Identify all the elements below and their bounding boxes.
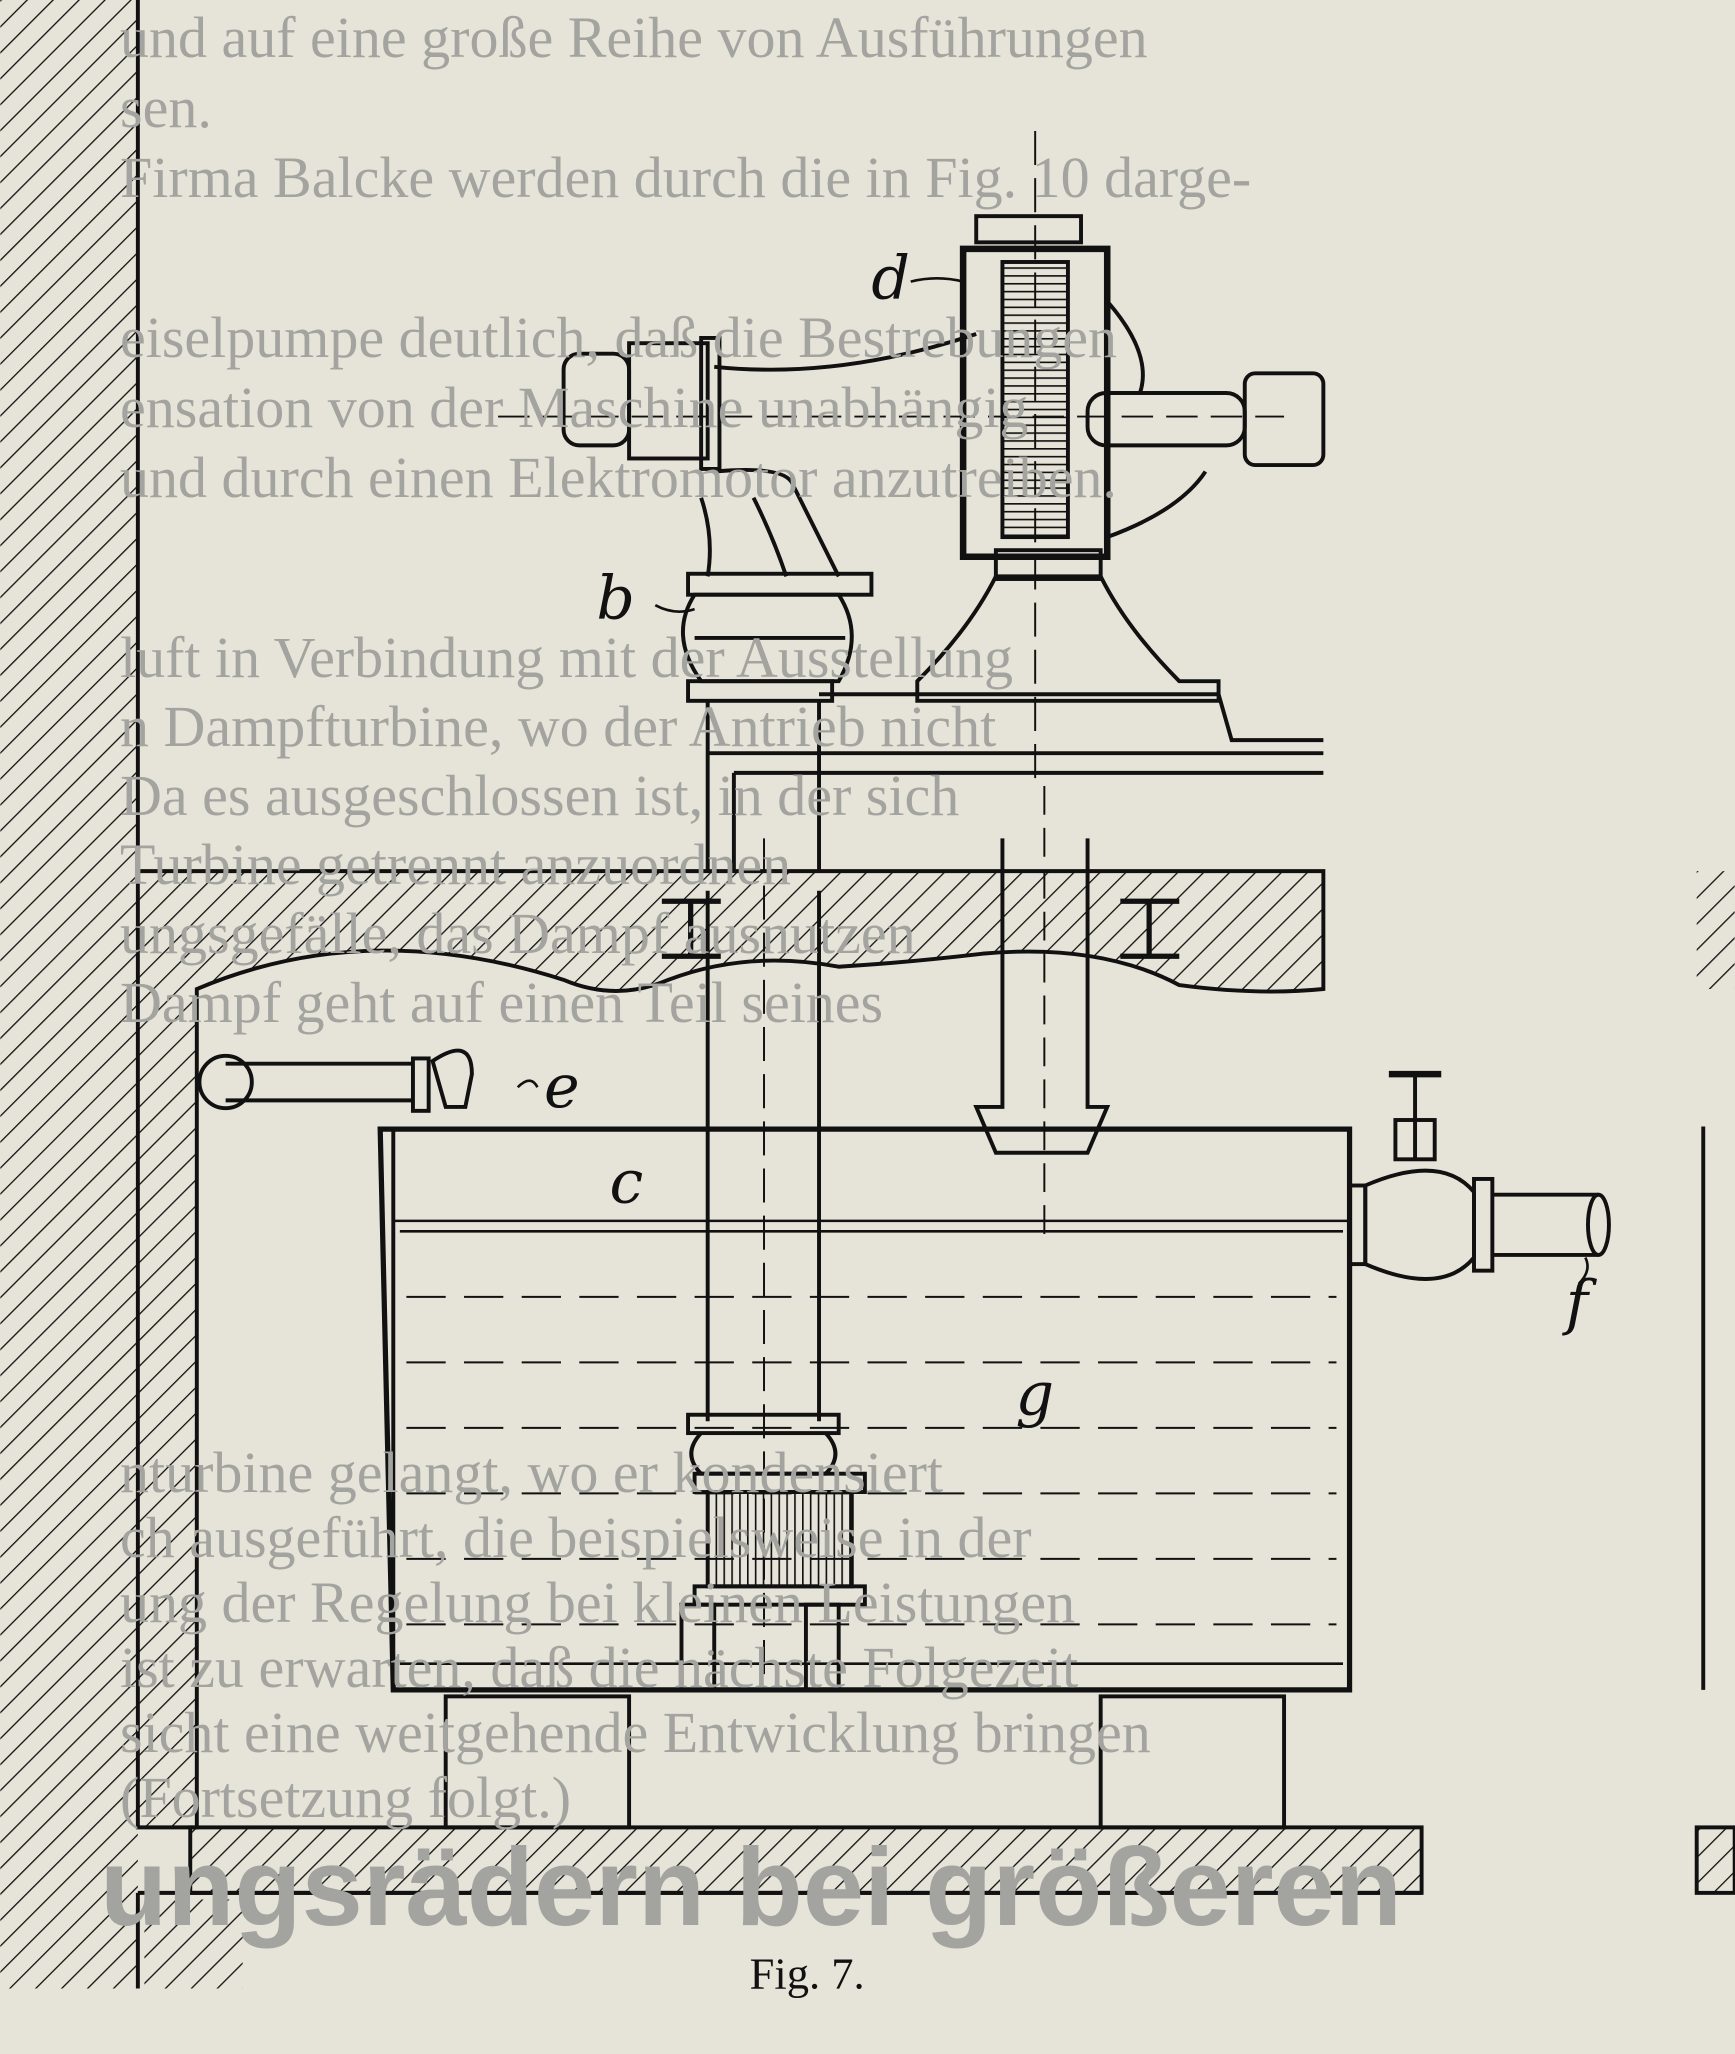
floor-slab xyxy=(188,1825,1424,1895)
figure-caption: Fig. 7. xyxy=(750,1949,865,1999)
ceiling-slab xyxy=(135,869,1326,1830)
label-d: d xyxy=(871,244,910,314)
condenser-tank xyxy=(377,1126,1353,1693)
valve-f xyxy=(1347,1070,1611,1281)
label-f: f xyxy=(1562,1268,1598,1338)
label-c: c xyxy=(609,1148,643,1218)
discharge-duct xyxy=(973,838,1111,1155)
tap-e xyxy=(197,1048,474,1113)
label-g: g xyxy=(1016,1360,1055,1430)
support-left xyxy=(443,1694,632,1830)
valve-b xyxy=(681,592,854,684)
pump-base xyxy=(707,692,1324,872)
pump-d xyxy=(959,130,1326,786)
label-e: e xyxy=(544,1052,580,1122)
support-right xyxy=(1098,1694,1287,1830)
elbow-pipe xyxy=(699,332,977,578)
suction-pipe xyxy=(679,838,867,1692)
left-wall xyxy=(0,0,138,1989)
label-b: b xyxy=(596,563,635,633)
